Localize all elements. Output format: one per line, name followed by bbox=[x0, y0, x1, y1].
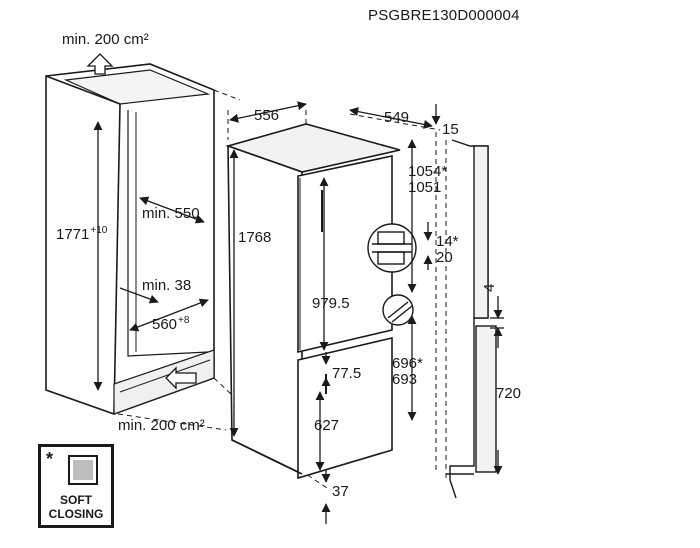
asterisk-mark: * bbox=[46, 449, 54, 469]
niche-depth-label: min. 550 bbox=[142, 205, 200, 222]
lower-hinge-label-a: 696* bbox=[392, 355, 423, 372]
niche-height-label: 1771+10 bbox=[56, 225, 108, 243]
soft-closing-icon bbox=[68, 455, 98, 485]
lower-door bbox=[297, 336, 393, 480]
niche-top-opening bbox=[63, 69, 211, 105]
vent-bottom-label: min. 200 cm² bbox=[118, 417, 205, 434]
hinge-gap-label-b: 20 bbox=[436, 249, 453, 266]
vent-top-label: min. 200 cm² bbox=[62, 31, 149, 48]
hinge-gap-label-a: 14* bbox=[436, 233, 459, 250]
soft-closing-line2: CLOSING bbox=[48, 507, 104, 521]
niche-height-tolerance: +10 bbox=[90, 225, 108, 236]
bottom-gap-label: 37 bbox=[332, 483, 349, 500]
furniture-door-height-label: 720 bbox=[496, 385, 522, 402]
niche-width-label: 560+8 bbox=[152, 315, 190, 333]
soft-closing-text: SOFT CLOSING bbox=[41, 493, 111, 521]
vent-top-arrow bbox=[86, 53, 114, 75]
lower-hinge-label-b: 693 bbox=[392, 371, 418, 388]
appliance-depth-label: 549 bbox=[384, 109, 410, 126]
appliance-side bbox=[227, 144, 303, 476]
document-code: PSGBRE130D000004 bbox=[368, 7, 520, 24]
soft-closing-line1: SOFT bbox=[60, 493, 92, 507]
appliance-height-label: 1768 bbox=[238, 229, 272, 246]
furniture-door-profile bbox=[446, 139, 497, 499]
niche-width-dimline bbox=[129, 298, 209, 332]
hinge-detail-top bbox=[367, 223, 417, 273]
furniture-door-gap-label: 4 bbox=[481, 283, 498, 292]
niche-width-value: 560 bbox=[152, 316, 178, 333]
appliance-width-label: 556 bbox=[254, 107, 280, 124]
hinge-height-label-b: 1051 bbox=[408, 179, 442, 196]
vent-bottom-arrow bbox=[165, 366, 197, 390]
appliance-depth-dimline bbox=[349, 107, 433, 129]
door-gap-label: 77.5 bbox=[332, 365, 362, 382]
hinge-detail-bottom bbox=[382, 294, 414, 326]
niche-height-value: 1771 bbox=[56, 226, 90, 243]
niche-depth-dimline bbox=[139, 196, 205, 224]
upper-door-height-label: 979.5 bbox=[312, 295, 350, 312]
top-gap-label: 15 bbox=[442, 121, 459, 138]
soft-closing-legend: * SOFT CLOSING bbox=[38, 444, 114, 528]
hinge-height-label-a: 1054* bbox=[408, 163, 448, 180]
niche-inner-frame bbox=[127, 110, 209, 357]
niche-side-label: min. 38 bbox=[142, 277, 192, 294]
appliance-width-dimline bbox=[229, 101, 307, 123]
lower-door-height-label: 627 bbox=[314, 417, 340, 434]
niche-width-tolerance: +8 bbox=[178, 315, 190, 326]
